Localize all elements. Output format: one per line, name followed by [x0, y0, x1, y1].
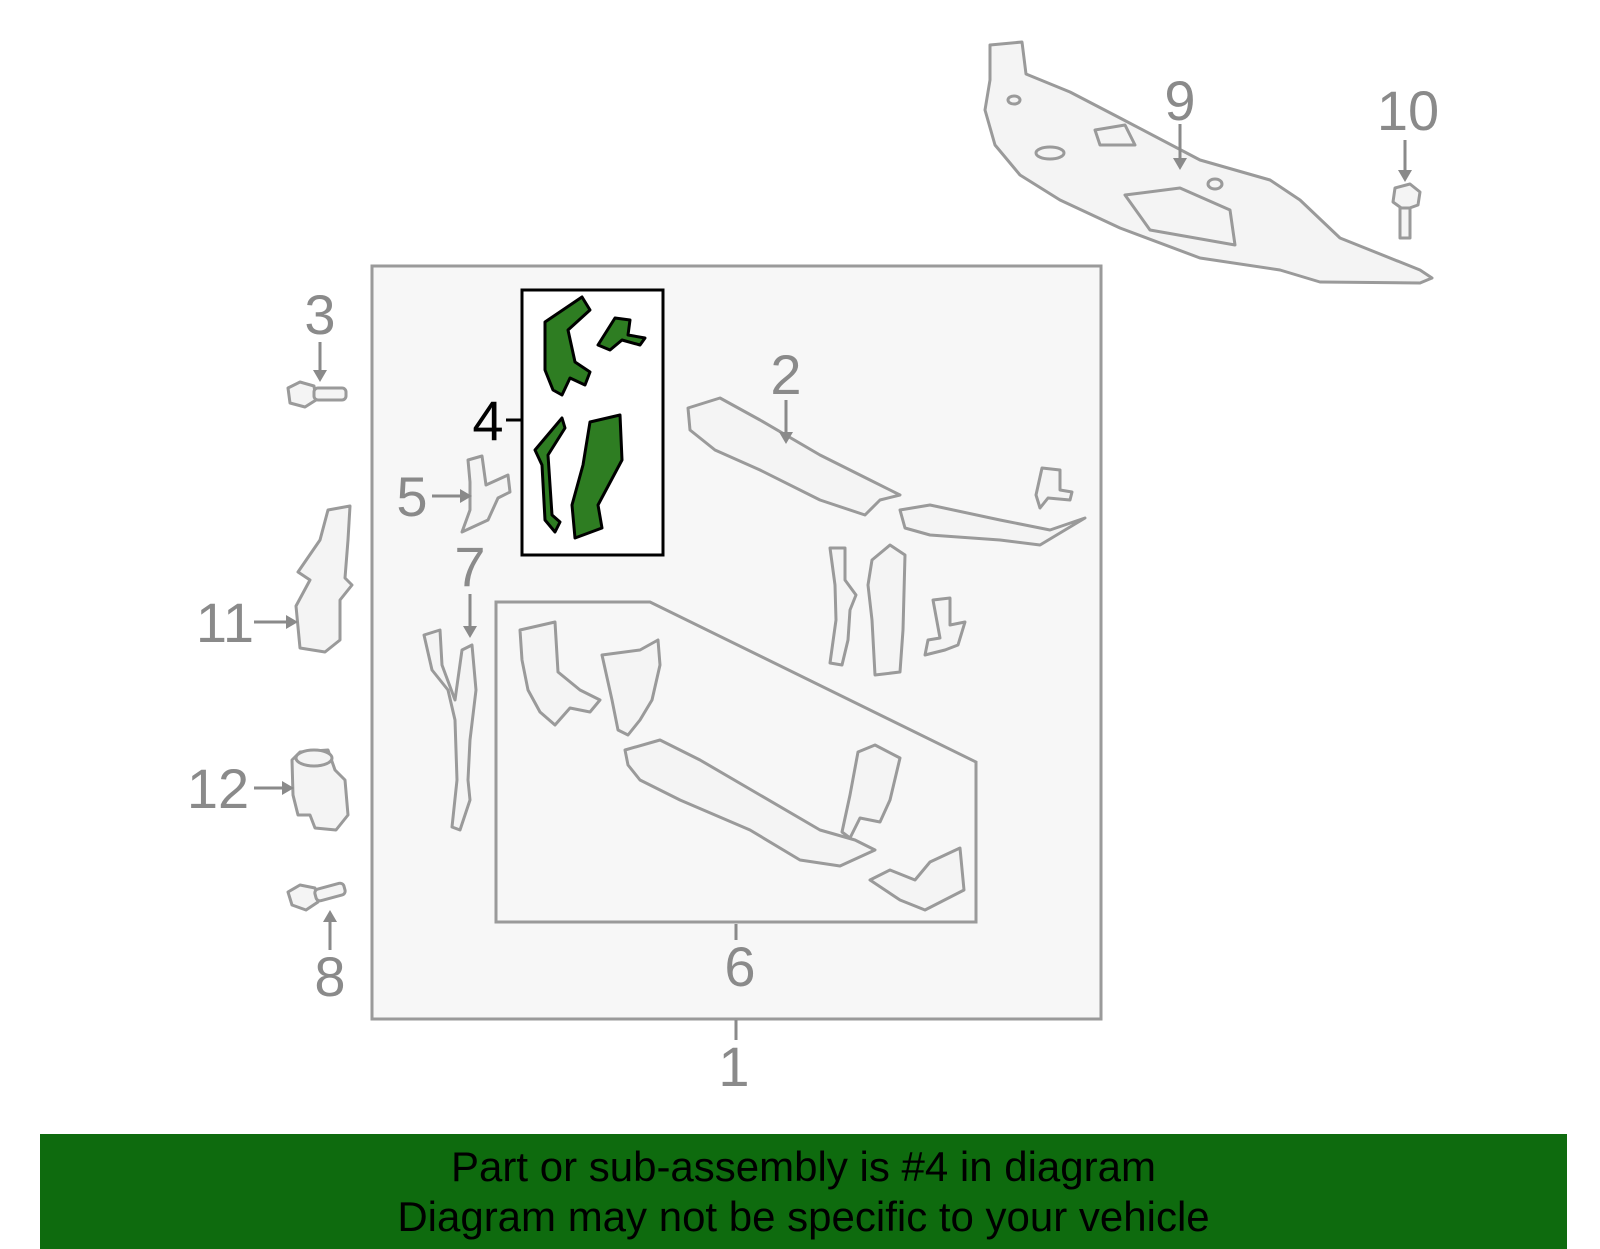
part-2-brackets: [828, 543, 967, 677]
callout-6: 6: [724, 935, 755, 998]
part-2-drawing: [686, 396, 1087, 547]
callout-7: 7: [454, 535, 485, 598]
part-12-drawing: [290, 748, 350, 832]
banner-line-1: Part or sub-assembly is #4 in diagram: [451, 1143, 1156, 1190]
callout-10: 10: [1377, 79, 1439, 142]
part-3-drawing: [286, 380, 348, 409]
callout-3: 3: [304, 283, 335, 346]
callout-9: 9: [1164, 69, 1195, 132]
banner-line-2: Diagram may not be specific to your vehi…: [397, 1193, 1210, 1240]
part-10-drawing: [1391, 182, 1422, 240]
callout-1: 1: [718, 1035, 749, 1098]
callout-12: 12: [187, 757, 249, 820]
callout-4[interactable]: 4: [472, 389, 503, 452]
callout-5: 5: [396, 465, 427, 528]
part-6-drawing: [518, 620, 966, 912]
part-5-drawing: [460, 454, 512, 534]
callout-2: 2: [770, 343, 801, 406]
info-banner: Part or sub-assembly is #4 in diagram Di…: [40, 1134, 1567, 1249]
part-7-drawing: [422, 628, 478, 832]
part-9-drawing: [983, 40, 1434, 285]
leader-lines: [254, 124, 1412, 1040]
callout-11: 11: [196, 591, 254, 654]
part-8-drawing: [286, 881, 347, 912]
callout-8: 8: [314, 945, 345, 1008]
part-4-drawing[interactable]: [533, 295, 647, 540]
part-11-drawing: [294, 504, 354, 654]
parts-diagram: 9 10 3 2 4 5 7 11 12 8 6 1: [187, 40, 1439, 1098]
